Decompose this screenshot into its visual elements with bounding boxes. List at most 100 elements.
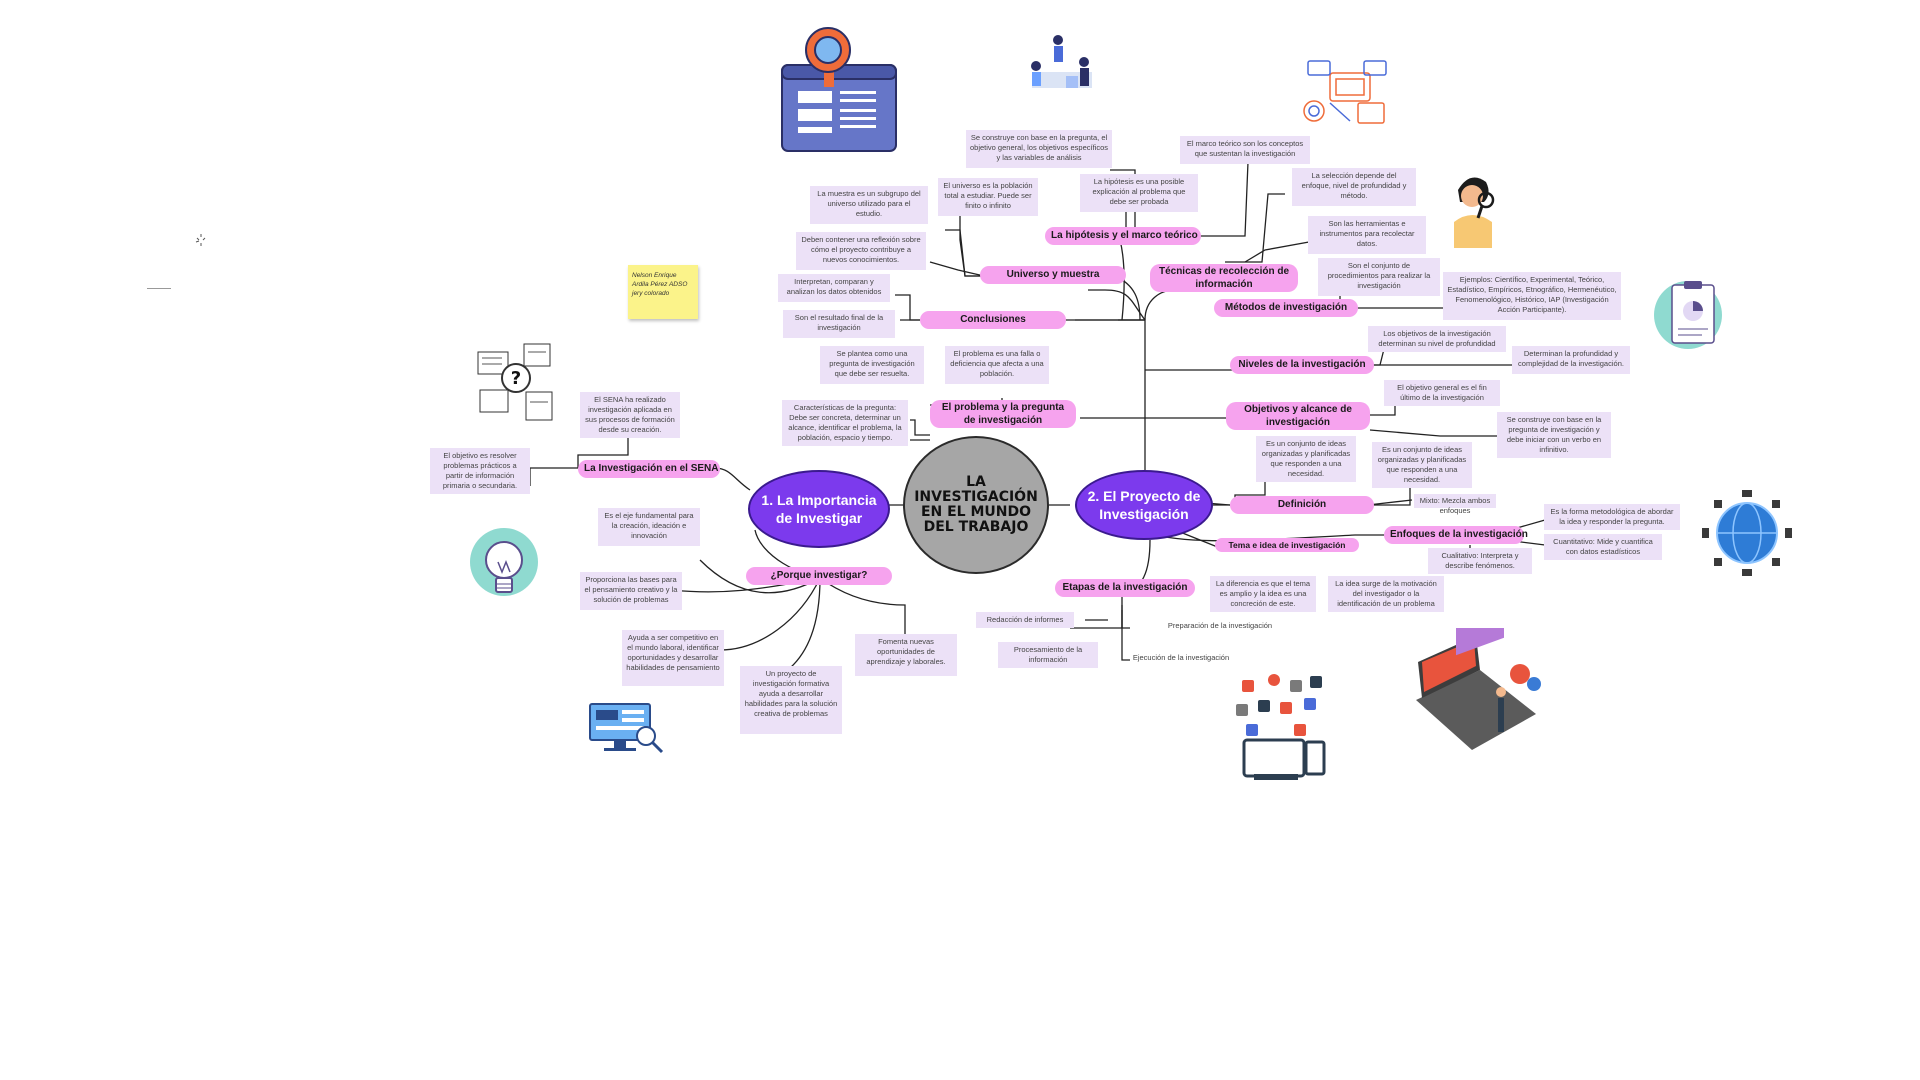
note: Ayuda a ser competitivo en el mundo labo… — [622, 630, 724, 686]
note: Son las herramientas e instrumentos para… — [1308, 216, 1426, 254]
data-devices-illustration — [1303, 60, 1387, 124]
topic-label: Etapas de la investigación — [1062, 582, 1188, 593]
topic-problema[interactable]: El problema y la pregunta de investigaci… — [930, 400, 1076, 428]
note: El universo es la población total a estu… — [938, 178, 1038, 216]
note: La muestra es un subgrupo del universo u… — [810, 186, 928, 224]
sticky-note-text: Nelson Enrique Ardila Pérez ADSO jery co… — [632, 272, 688, 297]
note-text: El problema es una falla o deficiencia q… — [950, 349, 1044, 378]
note: Un proyecto de investigación formativa a… — [740, 666, 842, 734]
topic-etapas[interactable]: Etapas de la investigación — [1055, 579, 1195, 597]
hub-proyecto[interactable]: 2. El Proyecto de Investigación — [1075, 470, 1213, 540]
note-text: Interpretan, comparan y analizan los dat… — [786, 277, 882, 296]
note-text: Características de la pregunta: Debe ser… — [788, 403, 902, 442]
note-text: El SENA ha realizado investigación aplic… — [585, 395, 675, 434]
note-text: Mixto: Mezcla ambos enfoques — [1419, 496, 1491, 515]
note-text: Un proyecto de investigación formativa a… — [744, 669, 838, 718]
divider — [147, 288, 171, 289]
note: Determinan la profundidad y complejidad … — [1512, 346, 1630, 374]
hub-importancia-label: 1. La Importancia de Investigar — [761, 492, 877, 526]
note-text: La hipótesis es una posible explicación … — [1092, 177, 1186, 206]
note: Proporciona las bases para el pensamient… — [580, 572, 682, 610]
note-text: Procesamiento de la información — [1013, 645, 1083, 664]
note: Los objetivos de la investigación determ… — [1368, 326, 1506, 352]
note-text: El objetivo general es el fin último de … — [1397, 383, 1487, 402]
note-text: Son el resultado final de la investigaci… — [794, 313, 884, 332]
topic-metodos[interactable]: Métodos de investigación — [1214, 299, 1358, 317]
note: Preparación de la investigación — [1162, 618, 1278, 634]
topic-label: Objetivos y alcance de investigación — [1244, 404, 1352, 428]
note: Se construye con base en la pregunta, el… — [966, 130, 1112, 168]
note: El SENA ha realizado investigación aplic… — [580, 392, 680, 438]
note: Mixto: Mezcla ambos enfoques — [1414, 494, 1496, 515]
note: La idea surge de la motivación del inves… — [1328, 576, 1444, 612]
note-text: Son las herramientas e instrumentos para… — [1319, 219, 1415, 248]
lightbulb-illustration — [470, 528, 538, 596]
note: Es un conjunto de ideas organizadas y pl… — [1256, 436, 1356, 482]
topic-definicion[interactable]: Definición — [1230, 496, 1374, 514]
note-text: Preparación de la investigación — [1167, 621, 1273, 630]
note-text: Deben contener una reflexión sobre cómo … — [801, 235, 921, 264]
note: Se construye con base en la pregunta de … — [1497, 412, 1611, 458]
note-text: Son el conjunto de procedimientos para r… — [1327, 261, 1431, 290]
globe-illustration — [1702, 490, 1792, 576]
note: Son el conjunto de procedimientos para r… — [1318, 258, 1440, 296]
note: El objetivo general es el fin último de … — [1384, 380, 1500, 406]
person-magnifier-illustration — [1454, 177, 1495, 248]
note-text: Se plantea como una pregunta de investig… — [829, 349, 915, 378]
topic-porque[interactable]: ¿Porque investigar? — [746, 567, 892, 585]
topic-niveles[interactable]: Niveles de la investigación — [1230, 356, 1374, 374]
note: Características de la pregunta: Debe ser… — [782, 400, 908, 446]
question-papers-illustration: ? — [477, 343, 553, 421]
note: Es un conjunto de ideas organizadas y pl… — [1372, 442, 1472, 488]
note: El objetivo es resolver problemas prácti… — [430, 448, 530, 494]
central-topic-label: LA INVESTIGACIÓN EN EL MUNDO DEL TRABAJO — [914, 474, 1038, 535]
note: Interpretan, comparan y analizan los dat… — [778, 274, 890, 302]
team-illustration — [1031, 35, 1092, 88]
note-text: Se construye con base en la pregunta, el… — [970, 133, 1108, 162]
note-text: El marco teórico son los conceptos que s… — [1186, 139, 1304, 158]
note: Fomenta nuevas oportunidades de aprendiz… — [855, 634, 957, 676]
topic-enfoques[interactable]: Enfoques de la investigación — [1384, 526, 1528, 544]
note: Se plantea como una pregunta de investig… — [820, 346, 924, 384]
note-text: Es el eje fundamental para la creación, … — [604, 511, 694, 540]
topic-tecnicas[interactable]: Técnicas de recolección de información — [1150, 264, 1298, 292]
topic-objetivos[interactable]: Objetivos y alcance de investigación — [1226, 402, 1370, 430]
note-text: Fomenta nuevas oportunidades de aprendiz… — [866, 637, 946, 666]
note: Cualitativo: Interpreta y describe fenóm… — [1428, 548, 1532, 574]
note: Cuantitativo: Mide y cuantifica con dato… — [1544, 534, 1662, 560]
topic-label: Métodos de investigación — [1224, 302, 1348, 313]
topic-label: Conclusiones — [960, 314, 1026, 325]
sticky-note[interactable]: Nelson Enrique Ardila Pérez ADSO jery co… — [628, 265, 698, 319]
note-text: Es un conjunto de ideas organizadas y pl… — [1261, 439, 1351, 478]
topic-label: Técnicas de recolección de información — [1158, 266, 1290, 290]
note: Es el eje fundamental para la creación, … — [598, 508, 700, 546]
note: El problema es una falla o deficiencia q… — [945, 346, 1049, 384]
note: Redacción de informes — [976, 612, 1074, 628]
social-media-devices-illustration — [1236, 674, 1326, 780]
svg-text:?: ? — [511, 368, 521, 389]
topic-tema[interactable]: Tema e idea de investigación — [1215, 538, 1359, 552]
note-text: Los objetivos de la investigación determ… — [1378, 329, 1496, 348]
central-topic[interactable]: LA INVESTIGACIÓN EN EL MUNDO DEL TRABAJO — [903, 436, 1049, 574]
note-text: Ejecución de la investigación — [1132, 653, 1230, 662]
hub-importancia[interactable]: 1. La Importancia de Investigar — [748, 470, 890, 548]
topic-universo[interactable]: Universo y muestra — [980, 266, 1126, 284]
note: Procesamiento de la información — [998, 642, 1098, 668]
monitor-magnifier-illustration — [589, 703, 664, 754]
topic-label: Enfoques de la investigación — [1390, 529, 1528, 540]
note: Deben contener una reflexión sobre cómo … — [796, 232, 926, 270]
topic-sena[interactable]: La Investigación en el SENA — [578, 460, 720, 478]
note: El marco teórico son los conceptos que s… — [1180, 136, 1310, 164]
loader-icon — [195, 234, 206, 246]
note-text: Ejemplos: Científico, Experimental, Teór… — [1447, 275, 1617, 314]
hub-proyecto-label: 2. El Proyecto de Investigación — [1087, 488, 1201, 522]
note: Es la forma metodológica de abordar la i… — [1544, 504, 1680, 530]
topic-conclusiones[interactable]: Conclusiones — [920, 311, 1066, 329]
topic-label: La hipótesis y el marco teórico — [1051, 230, 1198, 241]
note-text: Cualitativo: Interpreta y describe fenóm… — [1441, 551, 1519, 570]
topic-hipotesis[interactable]: La hipótesis y el marco teórico — [1045, 227, 1201, 245]
note: Ejemplos: Científico, Experimental, Teór… — [1443, 272, 1621, 320]
note: La diferencia es que el tema es amplio y… — [1210, 576, 1316, 612]
laptop-code-illustration — [1416, 628, 1541, 750]
